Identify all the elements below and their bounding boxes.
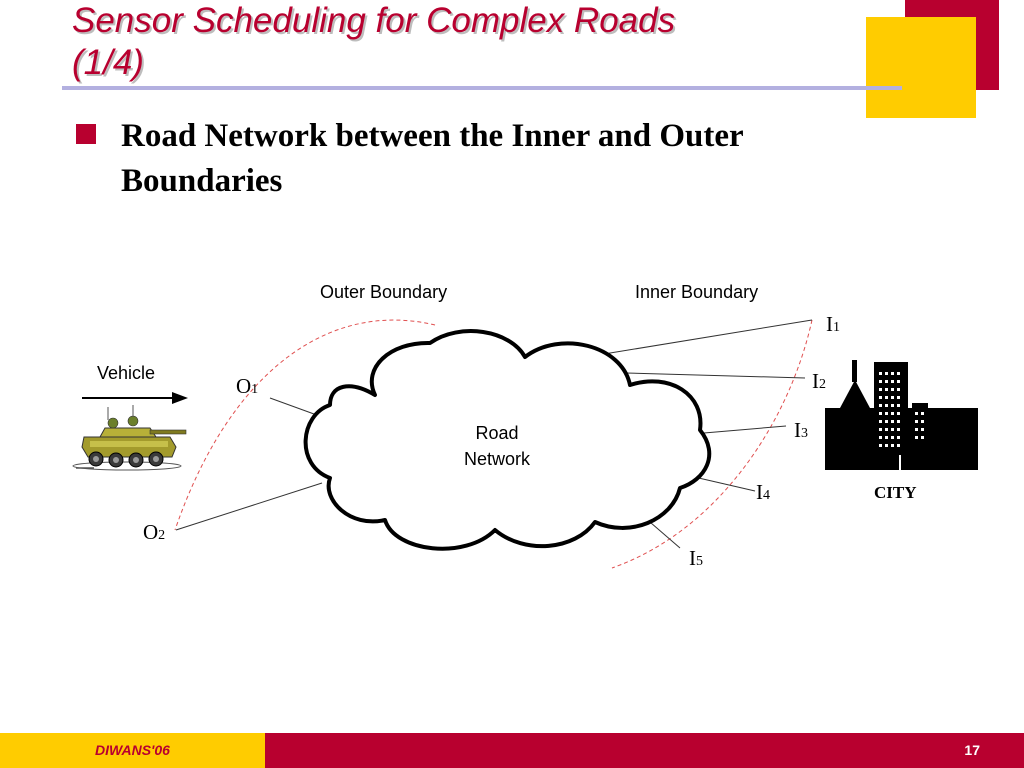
outer-boundary-arc <box>174 319 436 531</box>
footer-conference-label: DIWANS'06 <box>95 742 170 758</box>
outer-point-o2-index: 2 <box>158 528 166 543</box>
line-i1 <box>603 319 813 355</box>
inner-point-i1-letter: I <box>826 312 833 336</box>
city-label: CITY <box>874 483 917 502</box>
inner-point-i2: I2 <box>812 369 826 394</box>
inner-point-i1: I1 <box>826 312 840 337</box>
outer-boundary-label: Outer Boundary <box>320 282 448 302</box>
outer-point-o2-letter: O <box>143 520 159 544</box>
line-i4 <box>689 475 756 492</box>
footer-left-box: DIWANS'06 <box>0 733 265 768</box>
road-network-label-line2: Network <box>463 449 530 469</box>
bullet-text: Road Network between the Inner and Outer… <box>121 114 901 204</box>
road-network-label-line1: Road <box>475 423 519 443</box>
slide-title-line2: (1/4) <box>72 43 144 82</box>
road-network-cloud <box>303 329 712 551</box>
inner-point-i3: I3 <box>794 418 808 443</box>
inner-point-i4-letter: I <box>756 480 763 504</box>
bullet-text-line1: Road Network between the Inner and Outer <box>121 118 744 154</box>
slide-title: Sensor Scheduling for Complex Roads (1/4… <box>72 0 792 84</box>
road-network-label: Road Network <box>440 420 554 472</box>
vehicle-label: Vehicle <box>97 363 156 383</box>
decor-yellow-block <box>866 17 976 118</box>
outer-point-o1-index: 1 <box>251 382 259 397</box>
outer-point-o1: O1 <box>236 374 258 399</box>
inner-point-i5-index: 5 <box>696 554 703 569</box>
city-skyline-icon <box>825 360 978 470</box>
inner-boundary-arc <box>611 319 813 569</box>
inner-point-i2-letter: I <box>812 369 819 393</box>
inner-point-i3-index: 3 <box>801 426 808 441</box>
inner-point-i5: I5 <box>689 546 703 571</box>
line-o2 <box>175 482 323 531</box>
inner-point-i3-letter: I <box>794 418 801 442</box>
line-i2 <box>625 372 806 379</box>
line-o1 <box>269 397 315 415</box>
title-rule <box>62 86 902 90</box>
inner-point-i4-index: 4 <box>763 488 770 503</box>
bullet-text-line2: Boundaries <box>121 163 283 199</box>
inner-boundary-label: Inner Boundary <box>635 282 759 302</box>
inner-point-i4: I4 <box>756 480 770 505</box>
outer-point-o2: O2 <box>143 520 165 545</box>
line-i3 <box>703 425 787 434</box>
slide-title-line1: Sensor Scheduling for Complex Roads <box>72 1 676 40</box>
bullet-square-icon <box>76 124 96 144</box>
inner-point-i2-index: 2 <box>819 377 826 392</box>
arrow-right-icon <box>82 392 188 404</box>
inner-point-i5-letter: I <box>689 546 696 570</box>
inner-point-i1-index: 1 <box>833 320 840 335</box>
tank-icon <box>72 405 187 471</box>
outer-point-o1-letter: O <box>236 374 252 398</box>
page-number: 17 <box>964 742 980 758</box>
